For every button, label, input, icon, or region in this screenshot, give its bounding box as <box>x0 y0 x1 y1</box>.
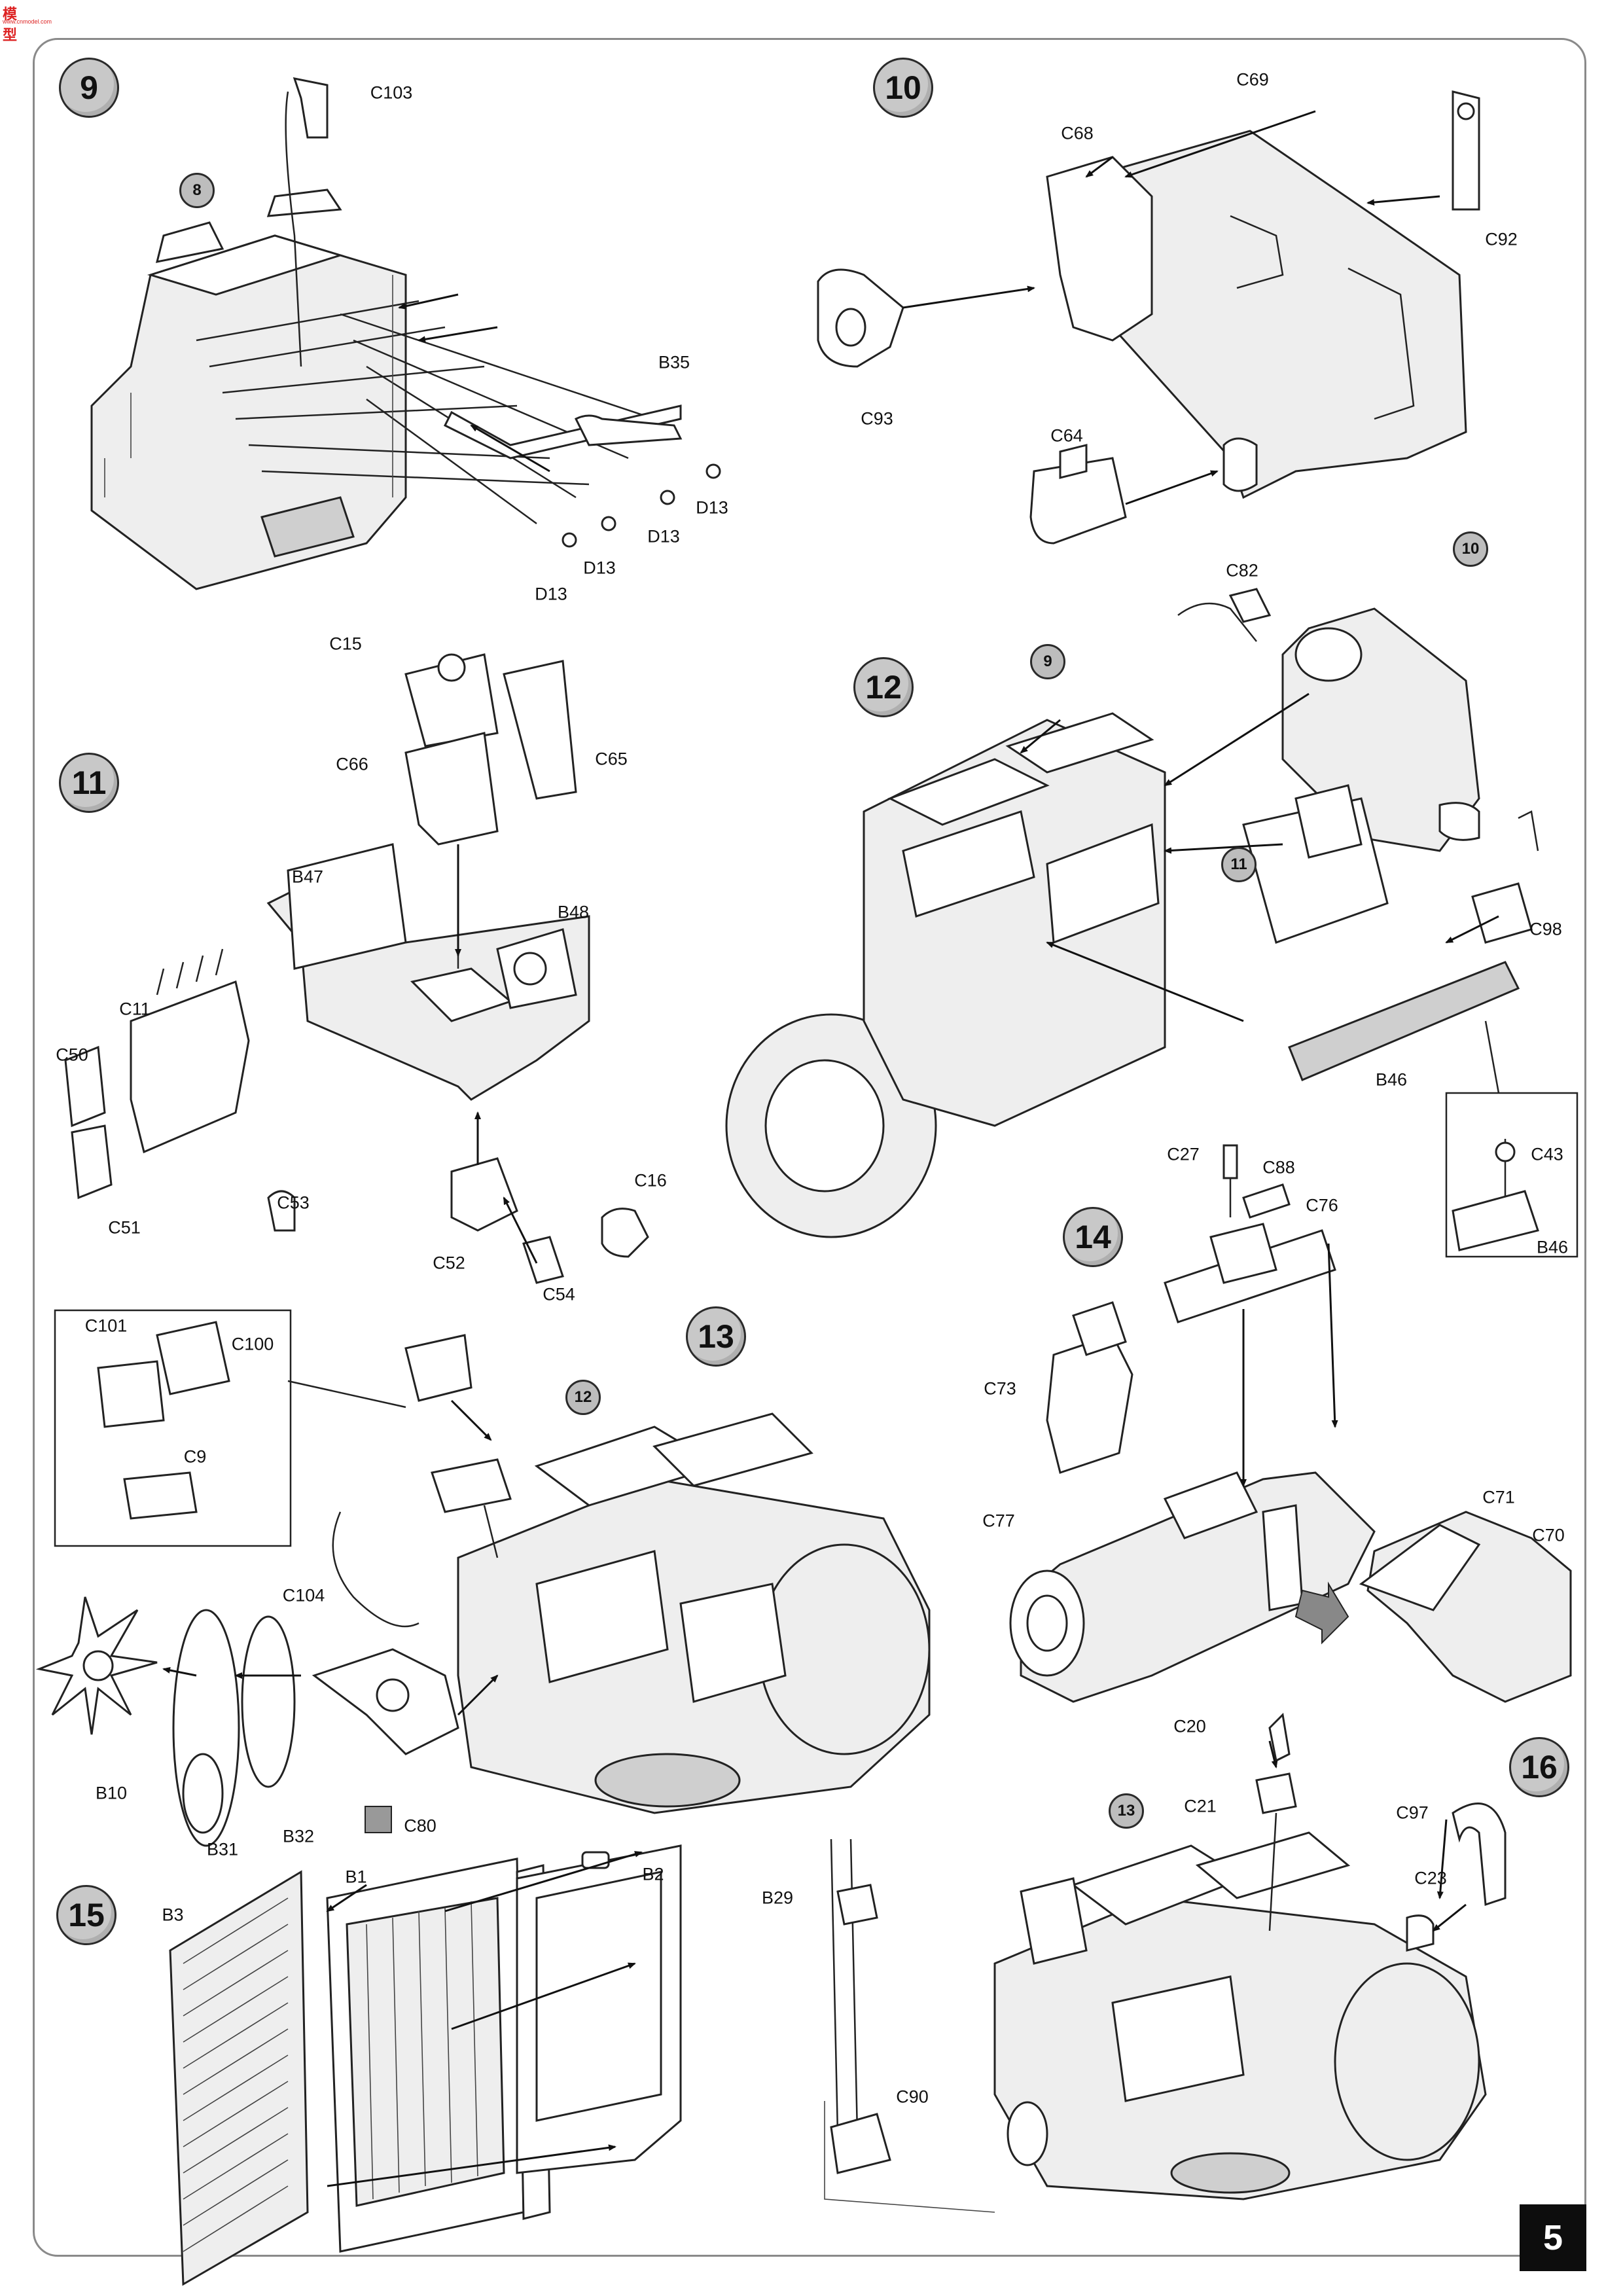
step-10-badge: 10 <box>873 58 933 118</box>
part-label-c101: C101 <box>84 1316 128 1336</box>
part-label-c71: C71 <box>1482 1487 1515 1507</box>
step-13-badge: 13 <box>686 1306 746 1367</box>
step10-arrows <box>902 110 1440 505</box>
subassembly-9-badge: 9 <box>1030 644 1065 679</box>
part-label-c11: C11 <box>119 999 151 1019</box>
part-label-c21: C21 <box>1184 1796 1217 1816</box>
part-label-b32: B32 <box>282 1826 315 1846</box>
step-9-badge: 9 <box>59 58 119 118</box>
page-frame <box>33 38 1586 2257</box>
step13-arrows <box>162 1399 499 1716</box>
part-label-c98: C98 <box>1529 919 1562 939</box>
part-label-c9: C9 <box>183 1446 207 1467</box>
subassembly-11-badge: 11 <box>1221 847 1257 882</box>
part-label-c23: C23 <box>1414 1868 1447 1888</box>
part-label-b31: B31 <box>206 1839 239 1859</box>
step-11-badge: 11 <box>59 753 119 813</box>
part-label-b46-1: B46 <box>1375 1069 1408 1090</box>
step15-radiator-drawing <box>169 1844 682 2286</box>
part-label-c51: C51 <box>108 1217 141 1238</box>
watermark-url: www.cnmodel.com <box>3 18 52 25</box>
part-label-b10: B10 <box>95 1783 128 1803</box>
page-number: 5 <box>1520 2204 1586 2271</box>
direction-arrow-icon <box>1294 1581 1349 1645</box>
part-label-c65: C65 <box>595 749 628 769</box>
step14-arrows <box>1240 1243 1338 1487</box>
step12-arrows <box>1020 692 1499 1022</box>
step16-arrows <box>1268 1740 1467 1932</box>
step14-exhaust-drawing <box>1009 1144 1572 1703</box>
part-label-c77: C77 <box>982 1511 1015 1531</box>
subassembly-8-badge: 8 <box>179 173 215 208</box>
part-label-c50: C50 <box>56 1045 88 1065</box>
part-label-c80: C80 <box>404 1816 437 1836</box>
part-label-c82: C82 <box>1226 560 1258 581</box>
part-label-c73: C73 <box>984 1378 1016 1399</box>
step11-arrows <box>455 844 538 1264</box>
step10-timing-cover-drawing <box>817 90 1480 545</box>
subassembly-10-badge: 10 <box>1453 531 1488 567</box>
part-label-b48: B48 <box>557 902 590 922</box>
part-label-c97: C97 <box>1396 1803 1429 1823</box>
part-label-b47: B47 <box>291 867 324 887</box>
part-label-c70: C70 <box>1532 1525 1565 1545</box>
step11-injection-pump-drawing <box>64 653 649 1284</box>
part-label-b35: B35 <box>658 352 690 372</box>
part-label-c20: C20 <box>1173 1716 1206 1736</box>
watermark-mark: 模型 <box>3 6 17 43</box>
glue-icon <box>365 1806 392 1833</box>
part-label-c90: C90 <box>896 2087 929 2107</box>
part-label-c16: C16 <box>634 1170 667 1191</box>
step12-detail-inset <box>1445 1020 1578 1258</box>
part-label-c76: C76 <box>1306 1195 1338 1215</box>
part-label-c52: C52 <box>433 1253 465 1273</box>
step9-arrows <box>398 293 550 473</box>
step16-engine-drawing <box>824 1712 1507 2213</box>
part-label-d13-4: D13 <box>535 584 567 604</box>
part-label-c103: C103 <box>370 82 413 103</box>
step13-inset-box <box>54 1309 406 1547</box>
part-label-b2: B2 <box>642 1864 664 1884</box>
part-label-c88: C88 <box>1262 1157 1295 1177</box>
step-16-badge: 16 <box>1509 1737 1569 1797</box>
part-label-b29: B29 <box>761 1888 794 1908</box>
part-label-c92: C92 <box>1485 229 1518 249</box>
part-label-d13-2: D13 <box>647 526 680 547</box>
part-label-c64: C64 <box>1050 425 1083 446</box>
part-label-c68: C68 <box>1061 123 1094 143</box>
part-label-c54: C54 <box>543 1284 575 1304</box>
subassembly-12-badge: 12 <box>565 1380 601 1415</box>
part-label-c15: C15 <box>329 634 362 654</box>
part-label-b1: B1 <box>345 1867 367 1887</box>
part-label-b46-2: B46 <box>1536 1237 1569 1257</box>
part-label-c104: C104 <box>282 1585 325 1605</box>
step12-engine-assembly-drawing <box>725 588 1539 1238</box>
part-label-c43: C43 <box>1531 1144 1563 1164</box>
part-label-c27: C27 <box>1167 1144 1200 1164</box>
step-12-badge: 12 <box>853 657 914 717</box>
step-14-badge: 14 <box>1063 1207 1123 1267</box>
part-label-c93: C93 <box>861 408 893 429</box>
step9-engine-block-drawing <box>90 77 721 590</box>
step13-engine-drawing <box>35 1334 931 1847</box>
part-label-d13-3: D13 <box>583 558 616 578</box>
step-15-badge: 15 <box>56 1885 116 1945</box>
part-label-c53: C53 <box>277 1193 310 1213</box>
part-label-c66: C66 <box>336 754 368 774</box>
part-label-d13-1: D13 <box>696 497 728 518</box>
step15-arrows <box>326 1851 643 2187</box>
part-label-b3: B3 <box>162 1905 184 1925</box>
part-label-c100: C100 <box>231 1334 274 1354</box>
part-label-c69: C69 <box>1236 69 1269 90</box>
subassembly-13-badge: 13 <box>1109 1793 1144 1829</box>
